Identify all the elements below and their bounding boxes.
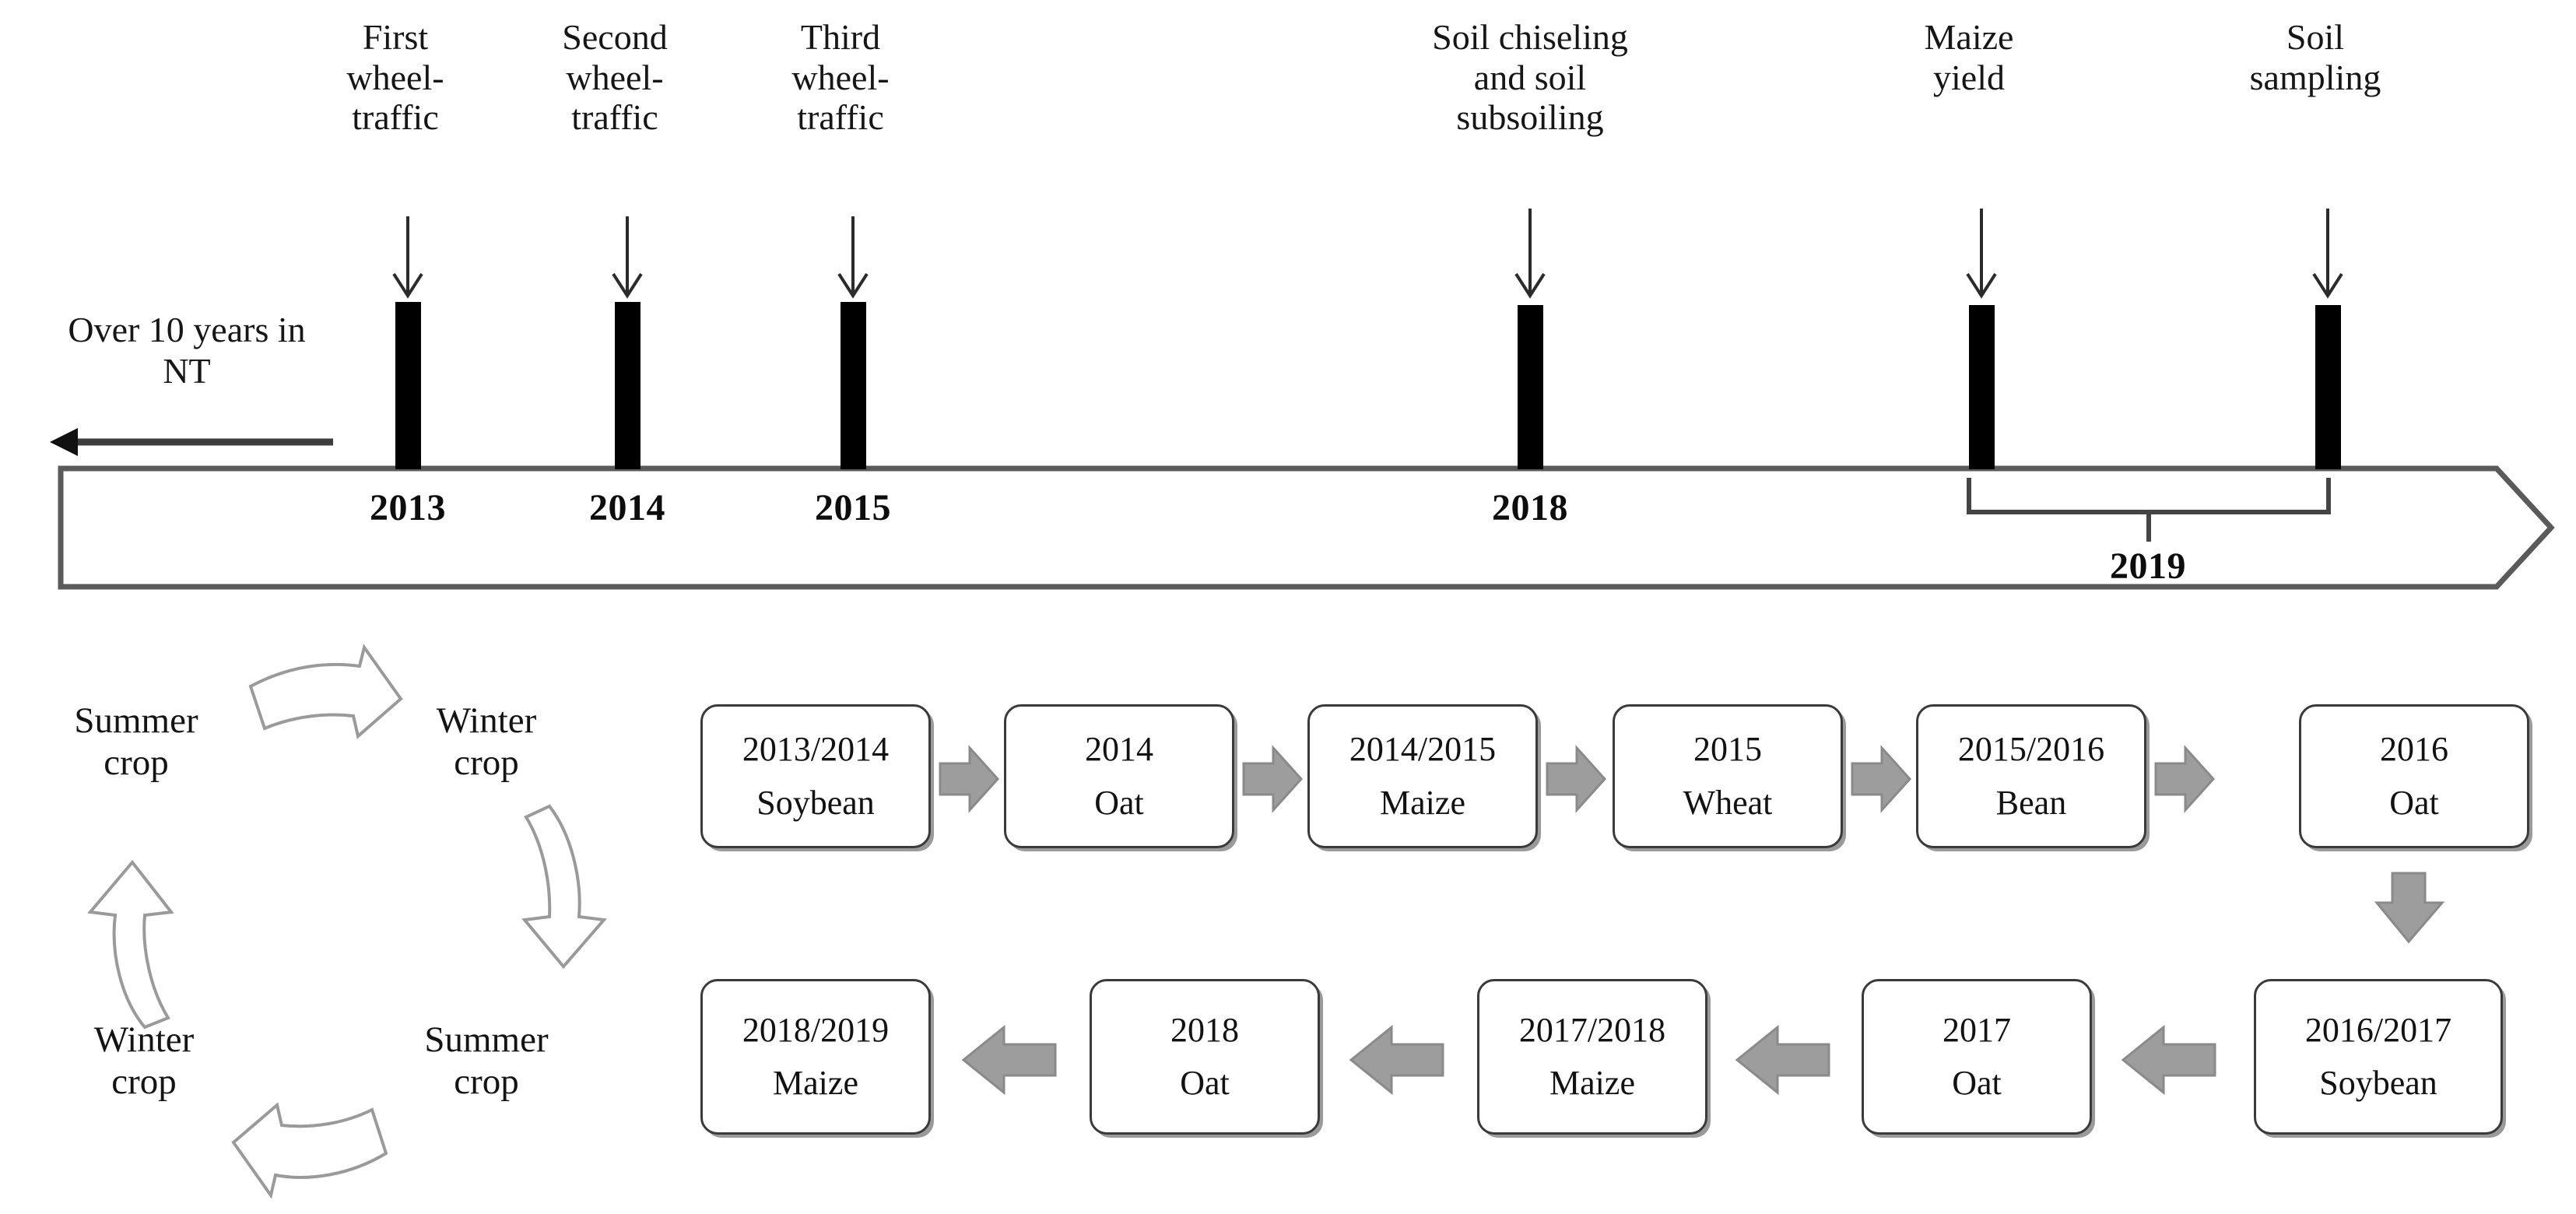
- block-arrow-right-icon-1: [939, 745, 1000, 813]
- crop-box-year: 2016: [2380, 730, 2448, 769]
- curved-block-arrow-left-icon: [231, 1102, 388, 1198]
- timeline-bar-2015: [841, 302, 866, 469]
- timeline-bar-2013: [395, 302, 421, 469]
- curved-block-arrow-down-icon: [521, 804, 607, 970]
- crop-box-2016-oat[interactable]: 2016 Oat: [2299, 704, 2529, 848]
- block-arrow-left-icon-4: [2121, 1024, 2216, 1096]
- crop-box-2015-wheat[interactable]: 2015 Wheat: [1613, 704, 1843, 848]
- timeline-year-2015: 2015: [815, 487, 891, 528]
- crop-box-2018-oat[interactable]: 2018 Oat: [1090, 979, 1320, 1135]
- crop-box-year: 2018: [1170, 1010, 1239, 1049]
- block-arrow-right-icon-2: [1242, 745, 1304, 813]
- crop-box-year: 2014: [1085, 730, 1153, 769]
- crop-box-year: 2013/2014: [742, 730, 890, 769]
- crop-box-crop: Oat: [1094, 783, 1144, 822]
- crop-box-year: 2017: [1943, 1010, 2011, 1049]
- crop-box-crop: Bean: [1995, 783, 2067, 822]
- crop-box-year: 2018/2019: [742, 1010, 890, 1049]
- crop-box-crop: Wheat: [1683, 783, 1773, 822]
- timeline-bar-maize-yield: [1969, 305, 1995, 469]
- block-arrow-down-icon: [2374, 872, 2445, 944]
- crop-box-year: 2015: [1693, 730, 1762, 769]
- timeline-year-2014: 2014: [589, 487, 665, 528]
- timeline-bar-2018: [1518, 305, 1543, 469]
- crop-box-crop: Oat: [1952, 1064, 2002, 1102]
- crop-box-year: 2015/2016: [1957, 730, 2105, 769]
- crop-box-crop: Maize: [773, 1064, 858, 1102]
- crop-box-2014-2015-maize[interactable]: 2014/2015 Maize: [1307, 704, 1538, 848]
- crop-box-year: 2016/2017: [2304, 1010, 2452, 1049]
- curved-block-arrow-right-icon: [248, 644, 403, 739]
- curved-block-arrow-up-icon: [87, 859, 174, 1030]
- crop-box-2016-2017-soybean[interactable]: 2016/2017 Soybean: [2254, 979, 2503, 1135]
- timeline-bar-2014: [615, 302, 640, 469]
- block-arrow-right-icon-3: [1546, 745, 1607, 813]
- over-10-years-nt-note: Over 10 years in NT: [68, 310, 306, 391]
- timeline-event-label-soil-sampling: Soil sampling: [2249, 17, 2381, 97]
- crop-box-year: 2014/2015: [1349, 730, 1497, 769]
- block-arrow-right-icon-5: [2154, 745, 2216, 813]
- crop-box-2018-2019-maize[interactable]: 2018/2019 Maize: [700, 979, 931, 1135]
- timeline-year-2013: 2013: [370, 487, 446, 528]
- timeline-year-2019: 2019: [2110, 546, 2186, 587]
- crop-box-crop: Maize: [1380, 783, 1465, 822]
- timeline-event-label-first-wheel-traffic: First wheel- traffic: [346, 17, 444, 138]
- crop-box-crop: Soybean: [2319, 1064, 2437, 1102]
- crop-box-2015-2016-bean[interactable]: 2015/2016 Bean: [1916, 704, 2146, 848]
- timeline-event-label-second-wheel-traffic: Second wheel- traffic: [562, 17, 668, 138]
- timeline-bar-soil-sampling: [2315, 305, 2341, 469]
- cycle-label-summer-crop-top: Summer crop: [74, 700, 198, 783]
- timeline-band: [58, 465, 2555, 590]
- block-arrow-left-icon-3: [1735, 1024, 1830, 1096]
- cycle-label-summer-crop-bottom: Summer crop: [424, 1019, 549, 1102]
- crop-box-2014-oat[interactable]: 2014 Oat: [1004, 704, 1234, 848]
- timeline-down-arrow-group: [392, 209, 2343, 299]
- timeline-event-label-soil-chiseling-subsoiling: Soil chiseling and soil subsoiling: [1432, 17, 1628, 138]
- cycle-label-winter-crop-top: Winter crop: [436, 700, 537, 783]
- timeline-event-label-third-wheel-traffic: Third wheel- traffic: [791, 17, 890, 138]
- crop-box-crop: Oat: [2389, 783, 2439, 822]
- block-arrow-right-icon-4: [1851, 745, 1912, 813]
- crop-box-2017-oat[interactable]: 2017 Oat: [1862, 979, 2092, 1135]
- left-arrow-icon: [50, 428, 333, 456]
- block-arrow-left-icon-2: [1349, 1024, 1444, 1096]
- crop-box-2017-2018-maize[interactable]: 2017/2018 Maize: [1477, 979, 1707, 1135]
- timeline-2019-bracket: [1967, 478, 2331, 542]
- crop-box-year: 2017/2018: [1518, 1010, 1666, 1049]
- block-arrow-left-icon-1: [961, 1024, 1057, 1096]
- crop-box-crop: Oat: [1180, 1064, 1230, 1102]
- timeline-year-2018: 2018: [1492, 487, 1568, 528]
- timeline-event-label-maize-yield: Maize yield: [1924, 17, 2014, 97]
- crop-box-2013-2014-soybean[interactable]: 2013/2014 Soybean: [700, 704, 931, 848]
- crop-box-crop: Soybean: [756, 783, 875, 822]
- crop-box-crop: Maize: [1549, 1064, 1635, 1102]
